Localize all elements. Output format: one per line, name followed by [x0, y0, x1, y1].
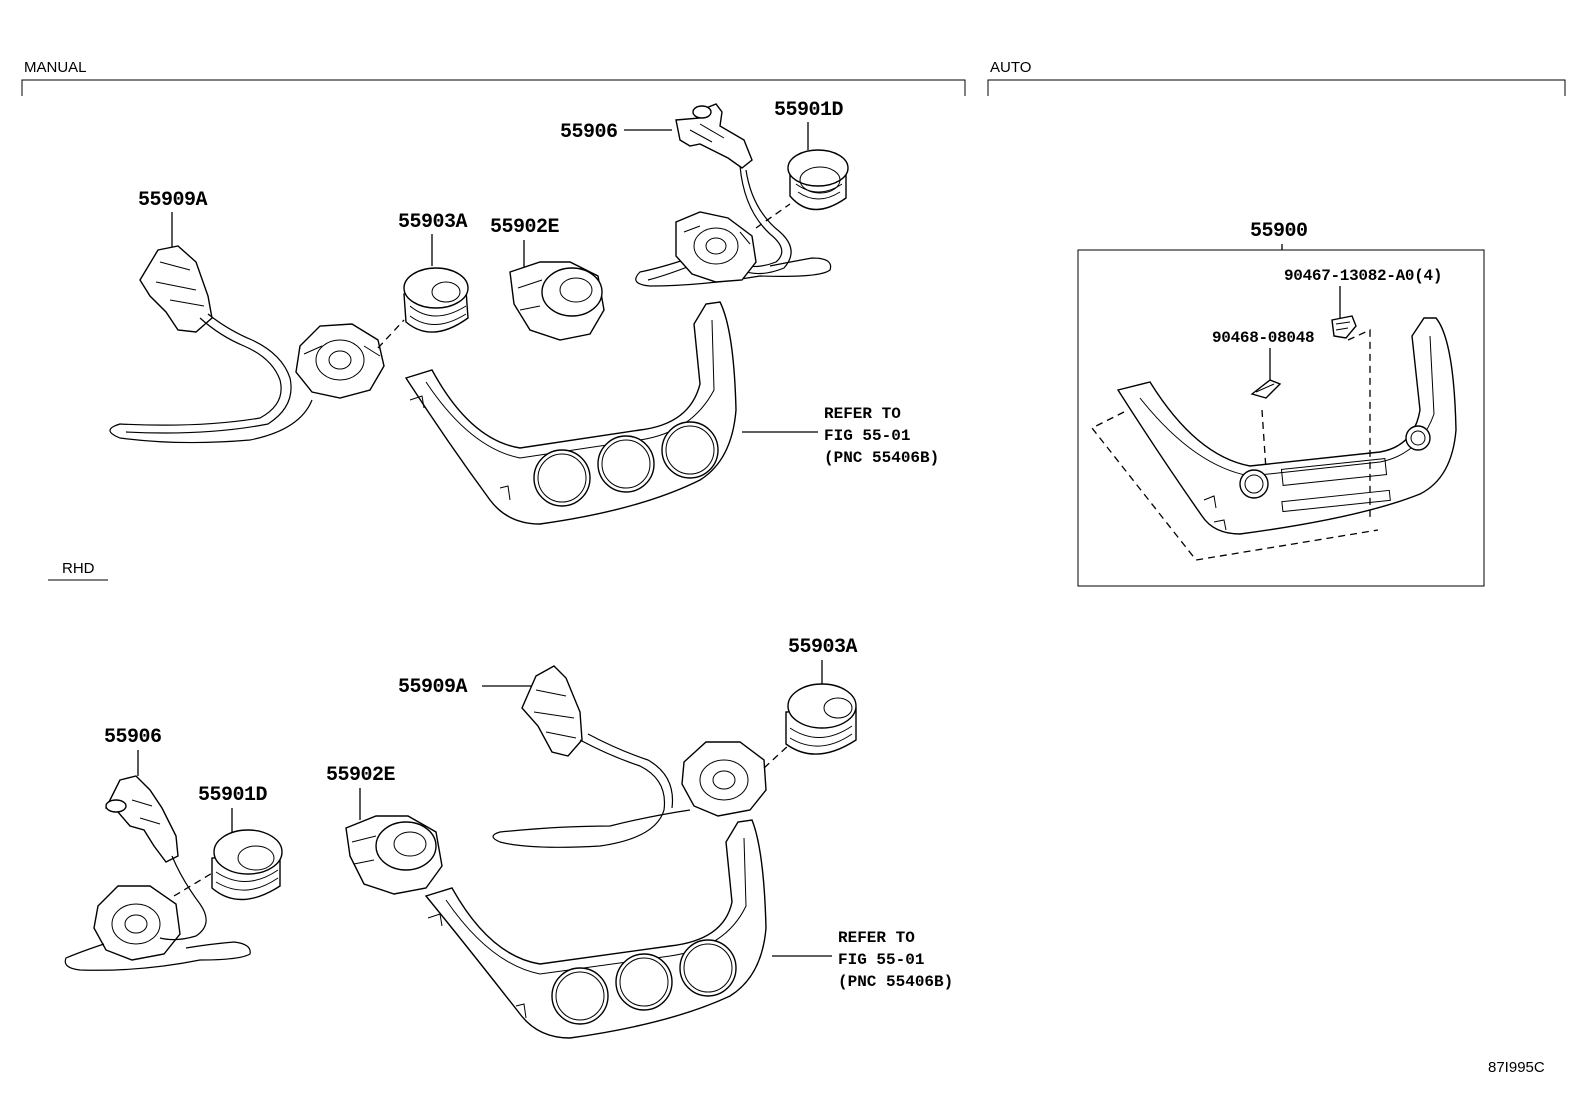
rhd-refer-to-line2: FIG 55-01 — [838, 951, 924, 969]
figure-code: 87I995C — [1488, 1059, 1545, 1076]
rhd-knob-55902e — [345, 815, 443, 895]
knob-55901d — [787, 149, 849, 211]
part-label-55901d: 55901D — [774, 99, 844, 122]
wire-harness-upper — [635, 165, 832, 287]
rhd-wire-harness — [492, 733, 691, 848]
rhd-knob-55903a — [785, 683, 857, 755]
clip-90468 — [1250, 379, 1282, 399]
assembly-line-upper — [755, 203, 791, 229]
refer-to-line1: REFER TO — [824, 405, 901, 423]
section-label-auto: AUTO — [990, 59, 1031, 76]
part-label-55900: 55900 — [1250, 220, 1308, 243]
knob-55903a — [403, 267, 469, 333]
rhd-part-label-55902e: 55902E — [326, 764, 396, 787]
bulb-socket-55906 — [675, 103, 753, 169]
manual-rhd-group: 55903A 55909A 55906 — [64, 636, 953, 1039]
actuator-upper — [675, 211, 757, 283]
part-label-90467: 90467-13082-A0(4) — [1284, 267, 1442, 285]
bracket-55909a — [139, 245, 213, 333]
auto-bracket — [987, 79, 1566, 96]
bezel-manual-lhd — [404, 301, 737, 525]
rhd-actuator — [681, 741, 767, 817]
bezel-manual-rhd — [424, 819, 767, 1039]
rhd-part-label-55901d: 55901D — [198, 784, 268, 807]
part-label-55909a: 55909A — [138, 189, 208, 212]
manual-section-header: MANUAL — [21, 59, 966, 96]
assembly-line-left — [377, 319, 405, 349]
section-label-rhd: RHD — [62, 560, 95, 577]
control-panel-auto — [1116, 317, 1457, 535]
part-label-55902e: 55902E — [490, 216, 560, 239]
manual-bracket — [21, 79, 966, 96]
actuator-left — [295, 323, 385, 399]
section-label-manual: MANUAL — [24, 59, 87, 76]
rhd-part-label-55909a: 55909A — [398, 676, 468, 699]
rhd-knob-55901d — [211, 829, 283, 901]
assembly-box-55900 — [1077, 249, 1485, 587]
clip-90467 — [1331, 315, 1357, 339]
refer-to-line2: FIG 55-01 — [824, 427, 910, 445]
rhd-part-label-55906: 55906 — [104, 726, 162, 749]
rhd-bracket-55909a — [521, 665, 583, 757]
rhd-bulb-socket-55906 — [105, 775, 179, 863]
part-label-55903a: 55903A — [398, 211, 468, 234]
rhd-refer-to-line1: REFER TO — [838, 929, 915, 947]
rhd-assembly-line — [763, 743, 791, 769]
rhd-refer-to-line3: (PNC 55406B) — [838, 973, 953, 991]
wire-harness-left — [109, 313, 313, 444]
auto-group: 55900 90467-13082-A0(4) 90468-08048 — [1077, 220, 1485, 587]
assembly-lines-auto — [1090, 328, 1379, 561]
rhd-section-header: RHD — [48, 560, 108, 581]
part-label-90468: 90468-08048 — [1212, 329, 1314, 347]
rhd-wire-harness-lower — [64, 855, 251, 971]
rhd-assembly-line-lower — [173, 871, 215, 897]
knob-55902e — [509, 261, 605, 341]
auto-section-header: AUTO — [987, 59, 1566, 96]
manual-lhd-group: 55906 55901D 5 — [109, 99, 939, 525]
rhd-part-label-55903a: 55903A — [788, 636, 858, 659]
rhd-actuator-lower — [93, 885, 181, 961]
part-label-55906: 55906 — [560, 121, 618, 144]
refer-to-line3: (PNC 55406B) — [824, 449, 939, 467]
